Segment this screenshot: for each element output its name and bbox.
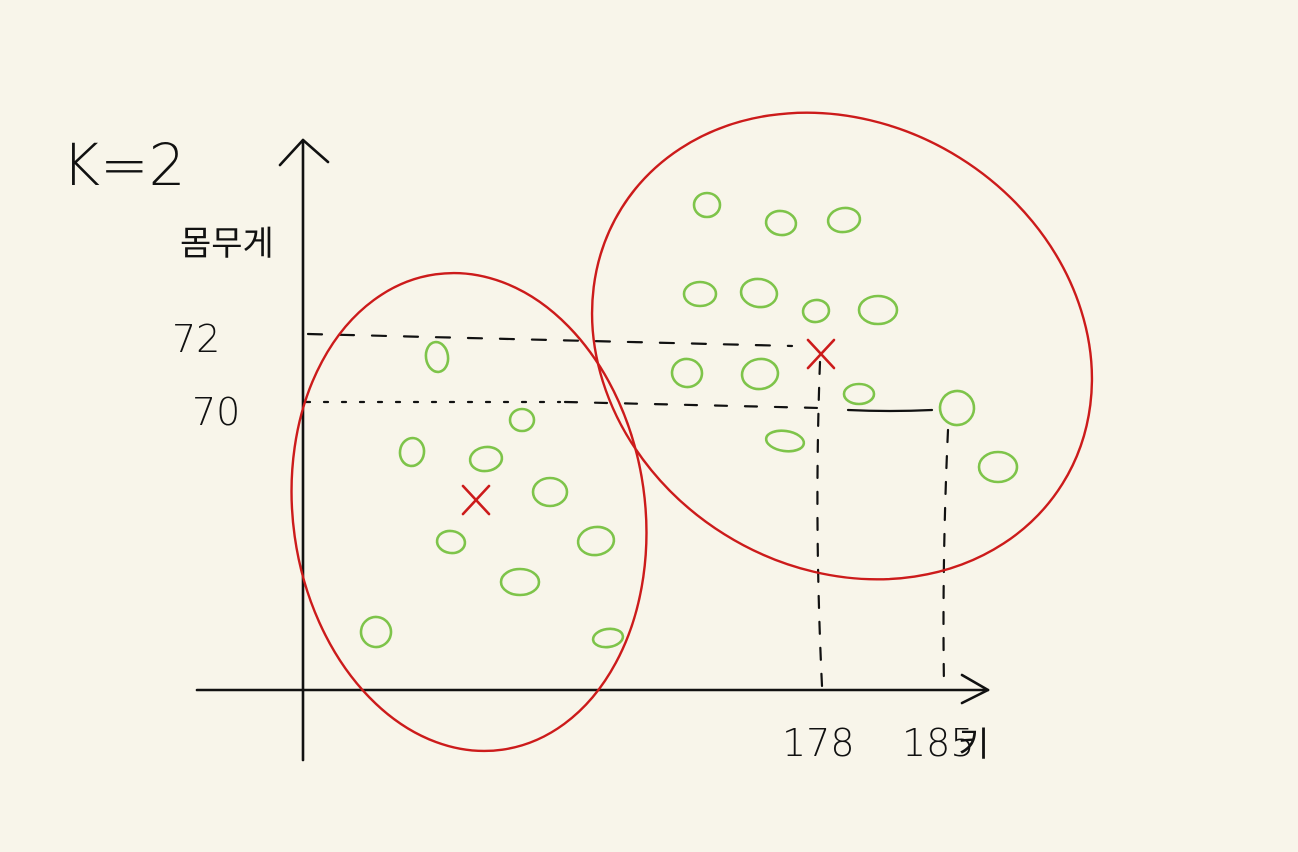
data-point	[670, 357, 704, 389]
guide-178	[816, 360, 824, 688]
centroids	[461, 338, 836, 516]
guide-185	[942, 428, 950, 688]
x-axis-arrowhead	[960, 673, 990, 705]
data-point	[499, 567, 541, 597]
data-point	[508, 407, 536, 433]
cluster-right	[590, 111, 1094, 581]
guide-70-to-point	[846, 408, 934, 413]
data-point	[682, 280, 718, 308]
x-tick-185: 185	[902, 721, 975, 765]
data-point	[424, 340, 450, 374]
centroid-left	[461, 484, 491, 516]
data-point	[764, 209, 798, 237]
guide-lines	[304, 332, 950, 688]
y-axis-arrowhead	[278, 138, 330, 167]
data-point	[801, 298, 831, 324]
y-axis-label: 몸무게	[180, 224, 274, 264]
data-point	[576, 525, 616, 557]
data-points	[359, 191, 1019, 649]
data-point	[359, 615, 393, 649]
x-axis-label: 키	[958, 725, 989, 765]
axes	[195, 138, 990, 762]
cluster-left	[290, 271, 648, 753]
y-tick-70: 70	[192, 390, 240, 434]
data-point	[764, 429, 806, 453]
centroid-stroke	[461, 484, 491, 516]
data-point	[739, 277, 779, 309]
x-tick-178: 178	[782, 721, 855, 765]
data-point	[435, 529, 467, 555]
y-tick-72: 72	[172, 317, 220, 361]
centroid-right	[806, 338, 836, 370]
guide-70-right	[563, 400, 822, 410]
data-point	[842, 382, 876, 406]
data-point	[740, 357, 780, 391]
data-point	[692, 191, 722, 219]
data-point	[938, 389, 976, 427]
data-point	[977, 450, 1019, 484]
k-title: K=2	[62, 131, 186, 199]
centroid-stroke	[806, 338, 836, 370]
data-point	[857, 294, 899, 326]
data-point	[826, 206, 862, 234]
guide-72	[306, 332, 794, 348]
data-point	[591, 627, 625, 649]
data-point	[398, 436, 426, 468]
data-point	[468, 445, 504, 473]
data-point	[531, 476, 569, 508]
